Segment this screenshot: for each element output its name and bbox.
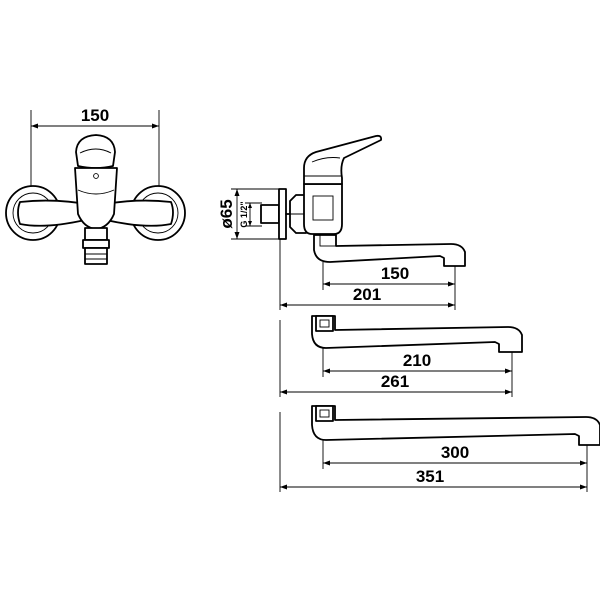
side-view: ø65 G 1/2"	[217, 134, 466, 310]
front-width-dimension: 150	[30, 106, 160, 200]
escutcheon-side	[278, 188, 287, 240]
thread-label: G 1/2"	[239, 201, 249, 227]
overall-261-label: 261	[381, 372, 409, 391]
body-screw	[93, 173, 99, 179]
front-view: 150	[5, 106, 186, 265]
spout-210-dimension: 210	[322, 348, 513, 397]
spout-210-label: 210	[403, 351, 431, 370]
right-arm	[99, 199, 174, 227]
diameter-label: ø65	[217, 199, 236, 228]
overall-201-label: 201	[353, 285, 381, 304]
overall-261-dimension: 261	[279, 320, 512, 397]
spout-210	[311, 315, 523, 353]
front-width-label: 150	[81, 106, 109, 125]
overall-351-dimension: 351	[279, 412, 587, 492]
spout-300-dimension: 300	[322, 440, 588, 492]
spout-150-dimension: 150	[322, 262, 456, 310]
spout-150	[313, 234, 466, 267]
spout-300-coupling	[315, 405, 334, 422]
spout-300	[311, 405, 600, 446]
side-mixer-body	[303, 183, 343, 235]
overall-351-label: 351	[416, 467, 444, 486]
variant-210-view: 210 261	[279, 315, 523, 397]
mixer-body	[74, 167, 118, 230]
vertical-dimensions: ø65 G 1/2"	[217, 188, 280, 240]
side-lever	[303, 134, 383, 185]
spout-300-label: 300	[441, 443, 469, 462]
overall-201-dimension: 201	[279, 239, 455, 310]
left-arm	[17, 199, 93, 227]
lever-handle	[75, 134, 116, 169]
front-outlet	[82, 227, 110, 265]
spout-150-label: 150	[381, 264, 409, 283]
spout-210-coupling	[315, 315, 334, 332]
variant-300-view: 300 351	[279, 405, 600, 492]
lever-handle-facet	[79, 148, 112, 154]
wall-connector	[260, 204, 280, 224]
